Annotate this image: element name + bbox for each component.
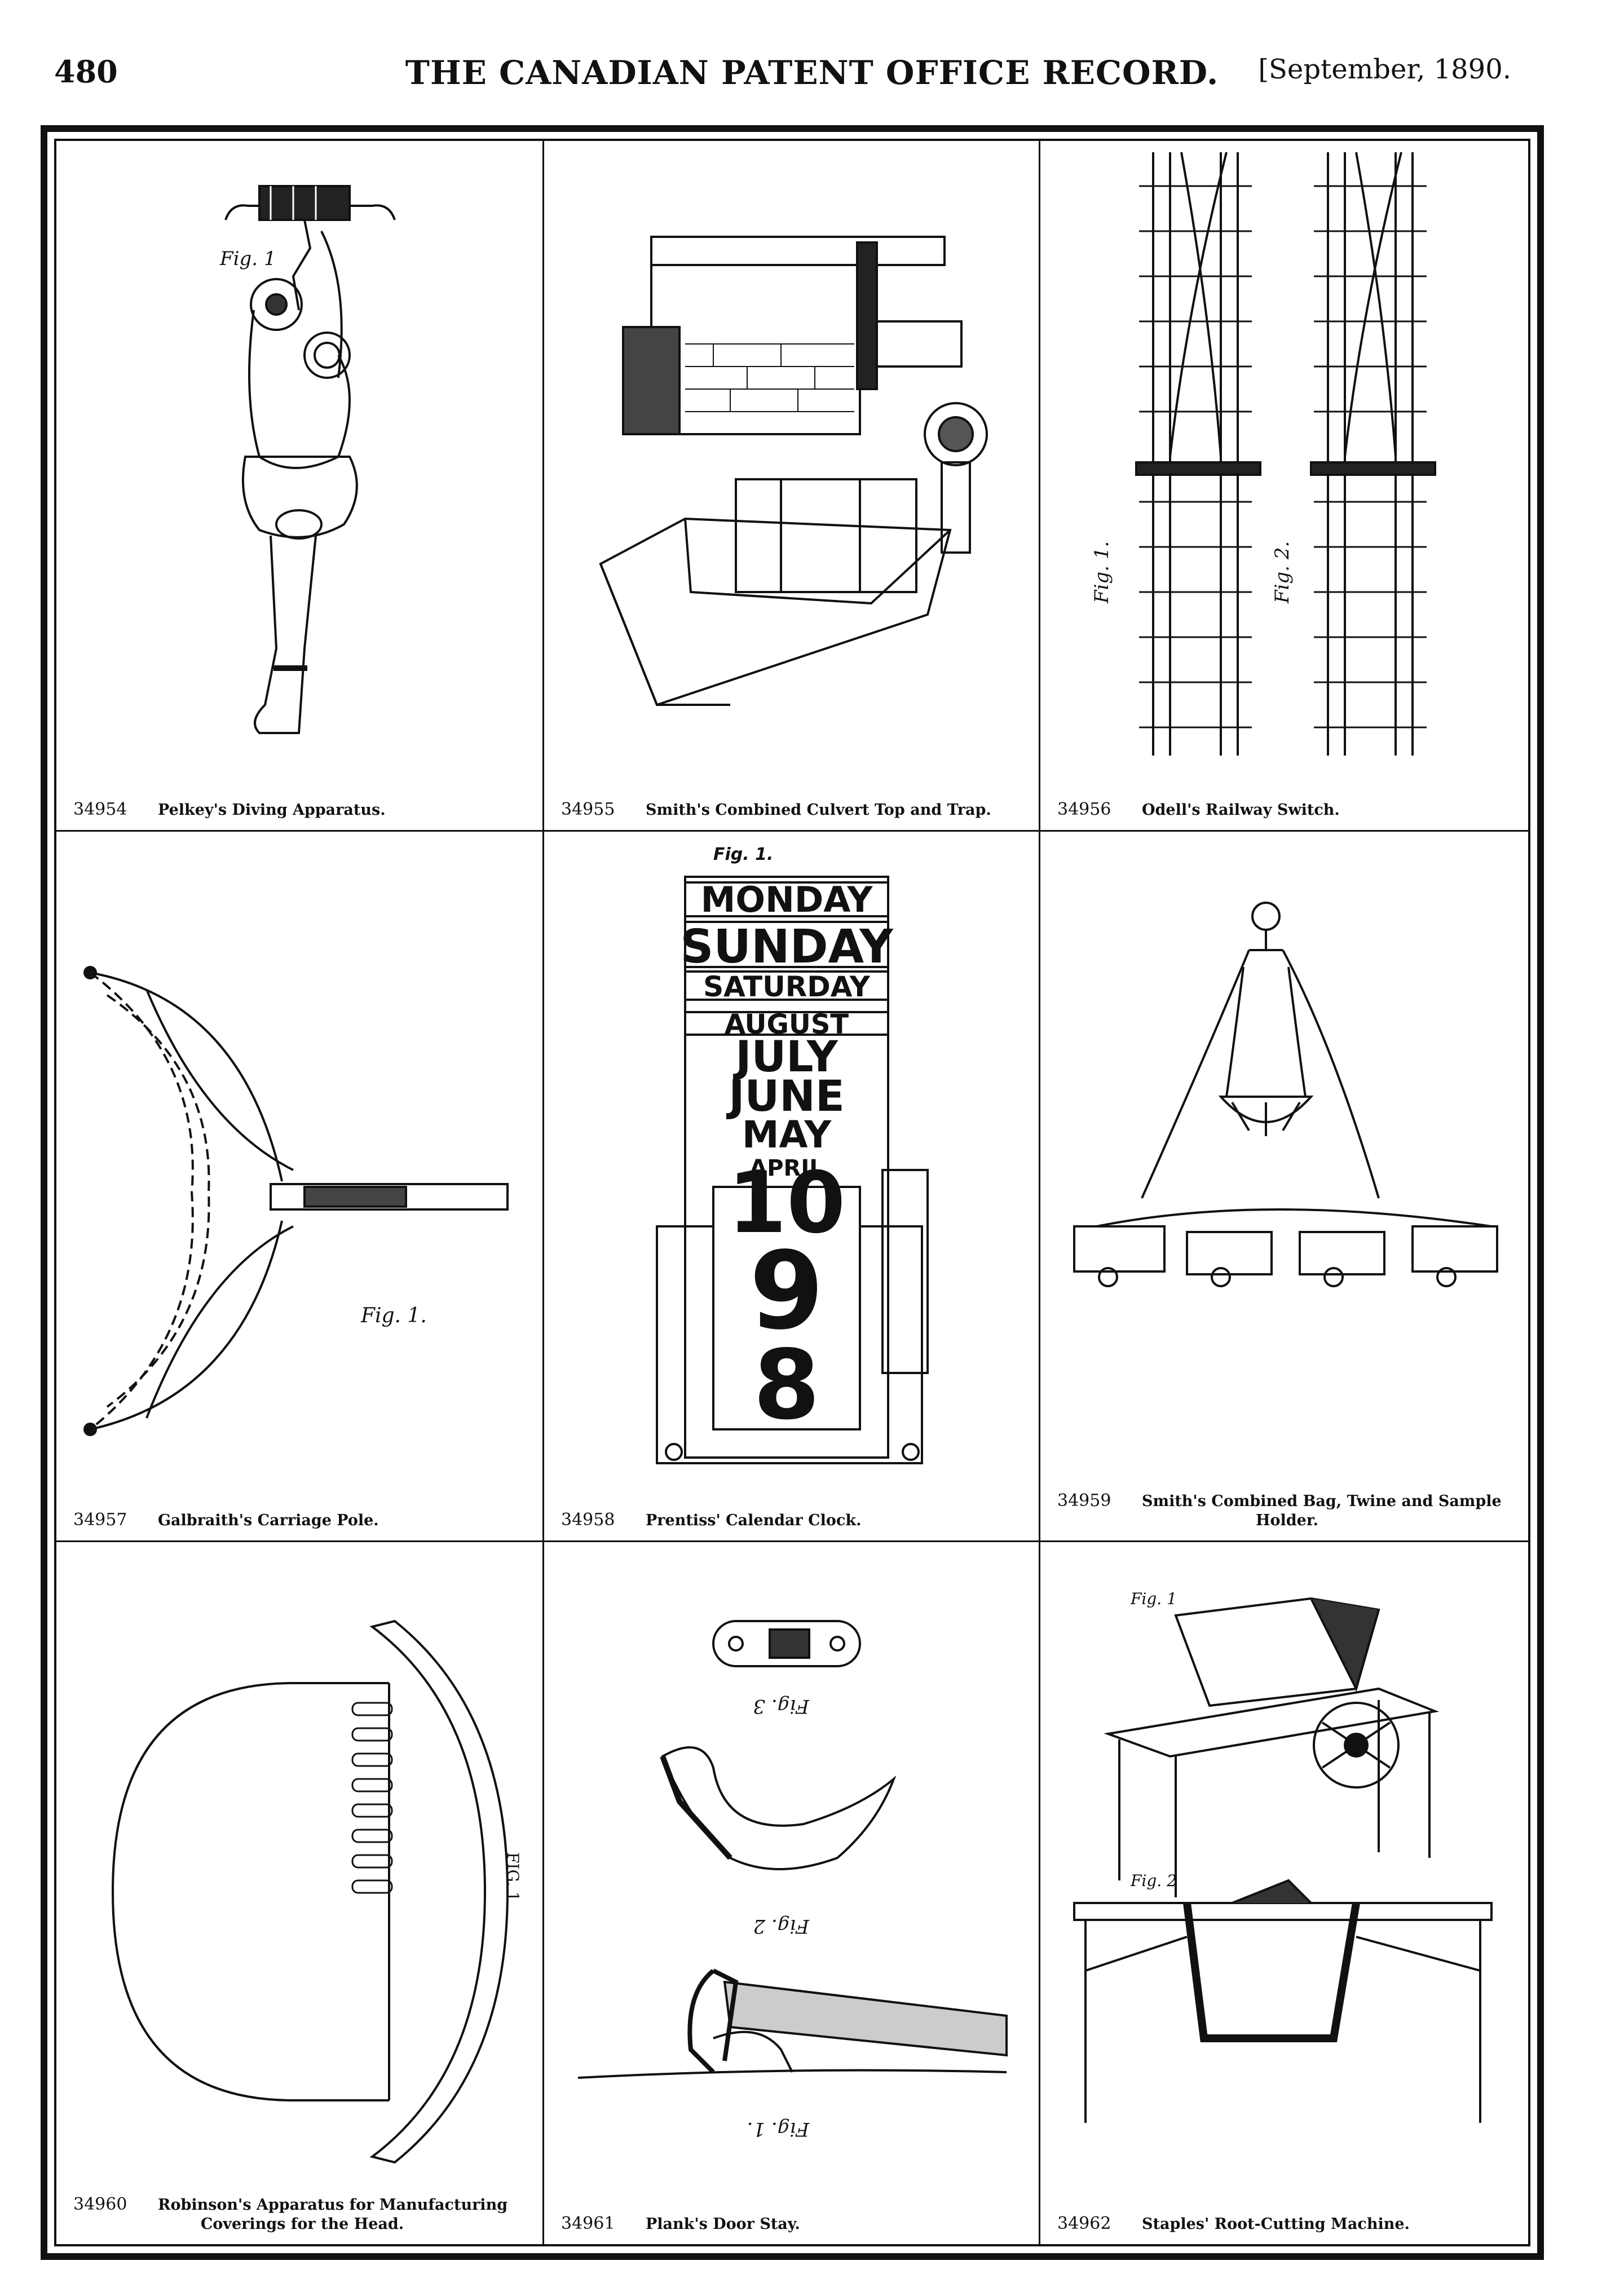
root-fig2-label: Fig. 2 bbox=[1130, 1871, 1177, 1890]
patent-number: 34962 bbox=[1057, 2213, 1111, 2233]
diving-apparatus-drawing: Fig. 1 bbox=[219, 185, 396, 734]
patent-title: Galbraith's Carriage Pole. bbox=[158, 1511, 379, 1529]
door-fig3-label: Fig. 3 bbox=[753, 1695, 810, 1717]
patent-cell-34955: 34955 Smith's Combined Culvert Top and Tr… bbox=[544, 141, 1040, 832]
track-fig-2 bbox=[1310, 152, 1436, 756]
calendar-date-1: 10 bbox=[728, 1154, 846, 1252]
patent-cell-34961: Fig. 3 Fig. 2 Fig. 1. 34961 Plank's Door … bbox=[544, 1542, 1040, 2244]
calendar-month-2: JULY bbox=[732, 1031, 839, 1081]
inner-frame bbox=[54, 139, 1530, 2246]
railway-fig2-label: Fig. 2. bbox=[1271, 541, 1294, 604]
carriage-pole-drawing: Fig. 1. bbox=[83, 966, 509, 1436]
patent-number: 34958 bbox=[561, 1509, 615, 1530]
door-stay-drawing: Fig. 3 Fig. 2 Fig. 1. bbox=[577, 1620, 1008, 2140]
journal-title: THE CANADIAN PATENT OFFICE RECORD. bbox=[405, 54, 1219, 92]
patent-caption: 34960 Robinson's Apparatus for Manufactur… bbox=[73, 2194, 531, 2234]
patent-caption: 34958 Prentiss' Calendar Clock. bbox=[561, 1509, 1027, 1531]
railway-fig1-label: Fig. 1. bbox=[1091, 541, 1113, 604]
patent-number: 34959 bbox=[1057, 1490, 1111, 1511]
issue-date: [September, 1890. bbox=[1258, 54, 1511, 85]
page-number: 480 bbox=[54, 54, 118, 90]
patent-number: 34954 bbox=[73, 799, 127, 819]
track-fig-1 bbox=[1135, 152, 1261, 756]
patent-caption: 34955 Smith's Combined Culvert Top and Tr… bbox=[561, 799, 1027, 820]
calendar-month-1: AUGUST bbox=[725, 1009, 849, 1040]
clock-fig-label: Fig. 1. bbox=[713, 845, 773, 864]
patent-caption: 34961 Plank's Door Stay. bbox=[561, 2213, 1027, 2235]
root-cutting-machine-drawing: Fig. 1 Fig. 2 bbox=[1073, 1589, 1493, 2123]
patent-caption: 34954 Pelkey's Diving Apparatus. bbox=[73, 799, 531, 820]
patent-caption: 34957 Galbraith's Carriage Pole. bbox=[73, 1509, 531, 1531]
patent-cell-34954: Fig. 1 34954 Pelkey's Diving Apparatus. bbox=[56, 141, 544, 832]
patent-title-line2: Holder. bbox=[1256, 1512, 1318, 1530]
patent-title: Smith's Combined Culvert Top and Trap. bbox=[646, 801, 991, 819]
patent-caption: 34956 Odell's Railway Switch. bbox=[1057, 799, 1517, 820]
patent-title: Smith's Combined Bag, Twine and Sample bbox=[1142, 1492, 1502, 1510]
patent-caption: 34962 Staples' Root-Cutting Machine. bbox=[1057, 2213, 1517, 2235]
patent-cell-34960: FIG. 1 34960 Robinson's Apparatus for Man… bbox=[56, 1542, 544, 2244]
patent-number: 34961 bbox=[561, 2213, 615, 2233]
calendar-month-5: APRIL bbox=[749, 1155, 823, 1181]
calendar-month-4: MAY bbox=[742, 1113, 832, 1156]
calendar-day-1: MONDAY bbox=[701, 879, 873, 920]
patent-title: Odell's Railway Switch. bbox=[1142, 801, 1340, 819]
calendar-date-3: 8 bbox=[753, 1330, 820, 1441]
patent-title: Plank's Door Stay. bbox=[646, 2215, 800, 2233]
culvert-trap-drawing bbox=[599, 236, 988, 707]
patent-cell-34957: Fig. 1. 34957 Galbraith's Carriage Pole. bbox=[56, 832, 544, 1542]
robinson-fig-label: FIG. 1 bbox=[504, 1852, 522, 1901]
patent-cell-34962: Fig. 1 Fig. 2 34962 Staples' Root-Cutting… bbox=[1040, 1542, 1528, 2244]
outer-frame bbox=[41, 125, 1544, 2260]
patent-title: Robinson's Apparatus for Manufacturing bbox=[158, 2196, 508, 2214]
patent-number: 34957 bbox=[73, 1509, 127, 1530]
railway-switch-drawing: Fig. 1. Fig. 2. bbox=[1091, 152, 1436, 756]
patent-title-line2: Coverings for the Head. bbox=[200, 2215, 404, 2233]
diving-fig-label: Fig. 1 bbox=[219, 248, 276, 270]
root-fig1-label: Fig. 1 bbox=[1130, 1589, 1177, 1608]
head-covering-apparatus-drawing: FIG. 1 bbox=[111, 1619, 522, 2164]
calendar-day-3: SATURDAY bbox=[703, 970, 870, 1003]
patent-cell-34959: 34959 Smith's Combined Bag, Twine and Sam… bbox=[1040, 832, 1528, 1542]
patent-number: 34960 bbox=[73, 2194, 127, 2214]
bag-twine-holder-drawing bbox=[1073, 902, 1498, 1287]
patent-number: 34955 bbox=[561, 799, 615, 819]
door-fig1-label: Fig. 1. bbox=[747, 2118, 810, 2140]
patent-cell-34956: Fig. 1. Fig. 2. 34956 Odell's Railway Swi… bbox=[1040, 141, 1528, 832]
door-fig2-label: Fig. 2 bbox=[753, 1915, 810, 1937]
patent-grid: Fig. 1 34954 Pelkey's Diving Apparatus. bbox=[56, 141, 1528, 2244]
calendar-month-3: JUNE bbox=[726, 1071, 845, 1121]
pole-fig-label: Fig. 1. bbox=[360, 1304, 427, 1327]
calendar-clock-drawing: Fig. 1. MONDAY SUNDAY SATURDAY AUGUST JU… bbox=[656, 845, 929, 1464]
calendar-day-2: SUNDAY bbox=[680, 920, 894, 974]
patent-cell-34958: Fig. 1. MONDAY SUNDAY SATURDAY AUGUST JU… bbox=[544, 832, 1040, 1542]
patent-title: Pelkey's Diving Apparatus. bbox=[158, 801, 386, 819]
calendar-date-2: 9 bbox=[749, 1229, 824, 1353]
patent-number: 34956 bbox=[1057, 799, 1111, 819]
patent-caption: 34959 Smith's Combined Bag, Twine and Sam… bbox=[1057, 1490, 1517, 1530]
patent-title: Prentiss' Calendar Clock. bbox=[646, 1511, 862, 1529]
patent-title: Staples' Root-Cutting Machine. bbox=[1142, 2215, 1410, 2233]
